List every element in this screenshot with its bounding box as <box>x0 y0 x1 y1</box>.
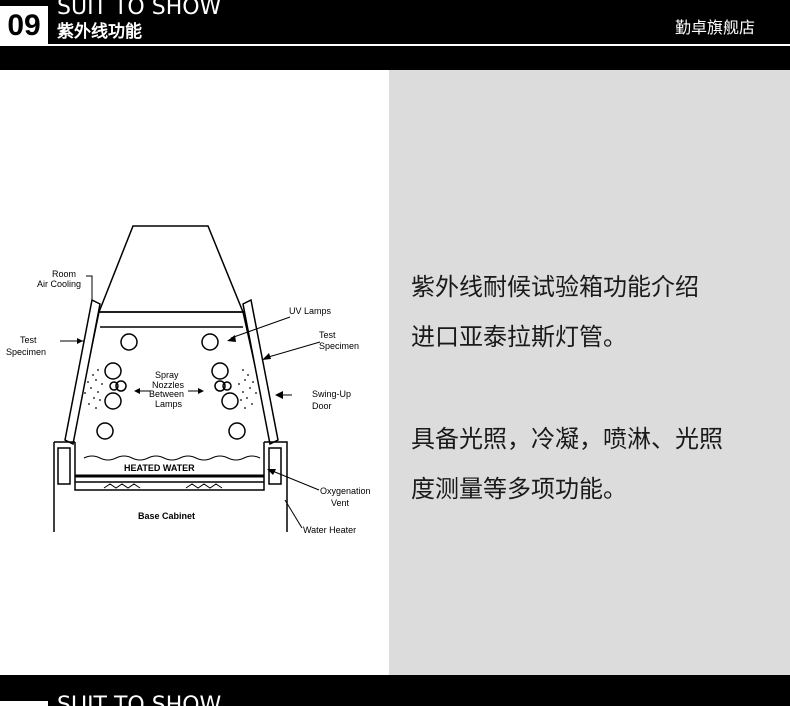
description-line: 紫外线耐候试验箱功能介绍 <box>411 273 699 301</box>
next-section-number-box <box>0 701 48 706</box>
description-paragraph-1: 紫外线耐候试验箱功能介绍 进口亚泰拉斯灯管。 <box>411 262 699 362</box>
bottom-band <box>0 675 790 706</box>
label-uv-lamps: UV Lamps <box>289 306 332 316</box>
section-number: 09 <box>0 6 48 46</box>
label-swing-up: Swing-Up <box>312 389 351 399</box>
description-line: 进口亚泰拉斯灯管。 <box>411 323 627 351</box>
uv-chamber-diagram: Room Air Cooling UV Lamps Test Specimen … <box>6 225 371 535</box>
description-line: 度测量等多项功能。 <box>411 475 627 503</box>
label-spray: Spray <box>155 370 179 380</box>
label-vent: Vent <box>331 498 350 508</box>
label-water-heater: Water Heater <box>303 525 356 535</box>
section-title-en: SUIT TO SHOW <box>57 0 222 20</box>
label-test-right: Test <box>319 330 336 340</box>
section-title-cn: 紫外线功能 <box>57 22 142 42</box>
label-base-cabinet: Base Cabinet <box>138 511 195 521</box>
description-line: 具备光照，冷凝，喷淋、光照 <box>411 425 723 453</box>
label-specimen-left: Specimen <box>6 347 46 357</box>
label-specimen-right: Specimen <box>319 341 359 351</box>
label-test-left: Test <box>20 335 37 345</box>
hood-outline <box>97 225 245 313</box>
top-band <box>0 46 790 70</box>
label-room: Room <box>52 269 76 279</box>
header-divider <box>48 44 790 46</box>
label-lamps: Lamps <box>155 399 183 409</box>
label-air-cooling: Air Cooling <box>37 279 81 289</box>
label-heated-water: HEATED WATER <box>124 463 195 473</box>
description-paragraph-2: 具备光照，冷凝，喷淋、光照 度测量等多项功能。 <box>411 414 723 514</box>
description-panel: 紫外线耐候试验箱功能介绍 进口亚泰拉斯灯管。 具备光照，冷凝，喷淋、光照 度测量… <box>389 70 790 675</box>
label-between: Between <box>149 389 184 399</box>
water-tank <box>53 441 288 532</box>
label-oxygenation: Oxygenation <box>320 486 371 496</box>
section-header: 09 SUIT TO SHOW 紫外线功能 勤卓旗舰店 <box>0 0 790 46</box>
specimen-panel-right <box>242 298 279 446</box>
specimen-panel-left <box>64 298 101 446</box>
next-section-title-en: SUIT TO SHOW <box>57 693 222 706</box>
label-nozzles: Nozzles <box>152 380 185 390</box>
shop-name: 勤卓旗舰店 <box>674 18 755 37</box>
label-door: Door <box>312 401 332 411</box>
diagram-panel: Room Air Cooling UV Lamps Test Specimen … <box>0 70 388 675</box>
